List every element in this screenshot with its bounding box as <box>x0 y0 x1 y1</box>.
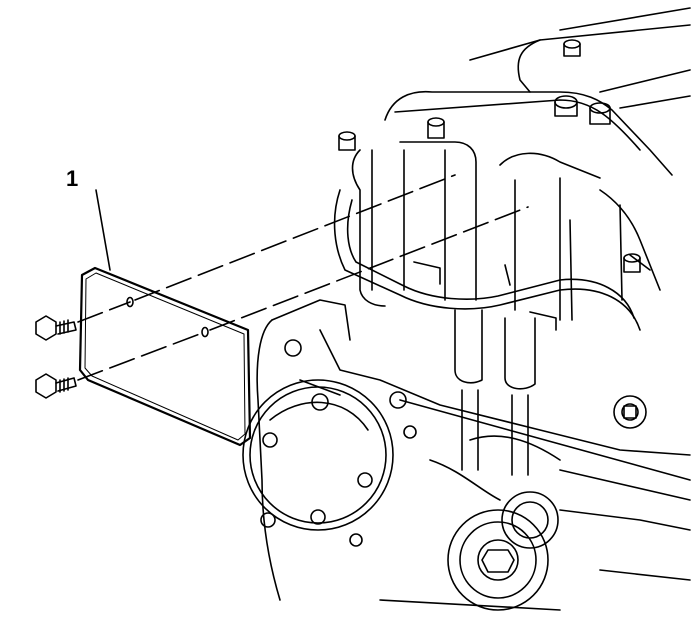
alignment-lines <box>77 174 529 381</box>
callout-leader-line <box>95 189 111 271</box>
round-access-plate <box>242 379 394 531</box>
intake-runners <box>351 141 661 476</box>
cover-gasket <box>78 266 252 447</box>
cylinder-head-cover <box>338 7 691 176</box>
cover-flange <box>333 189 651 331</box>
fastener-bolt-upper <box>35 315 77 341</box>
fastener-bolt-lower <box>35 373 77 399</box>
block-bolts <box>260 339 647 547</box>
callout-number: 1 <box>66 166 79 191</box>
crank-pulley <box>447 491 559 611</box>
engine-block <box>256 299 691 611</box>
